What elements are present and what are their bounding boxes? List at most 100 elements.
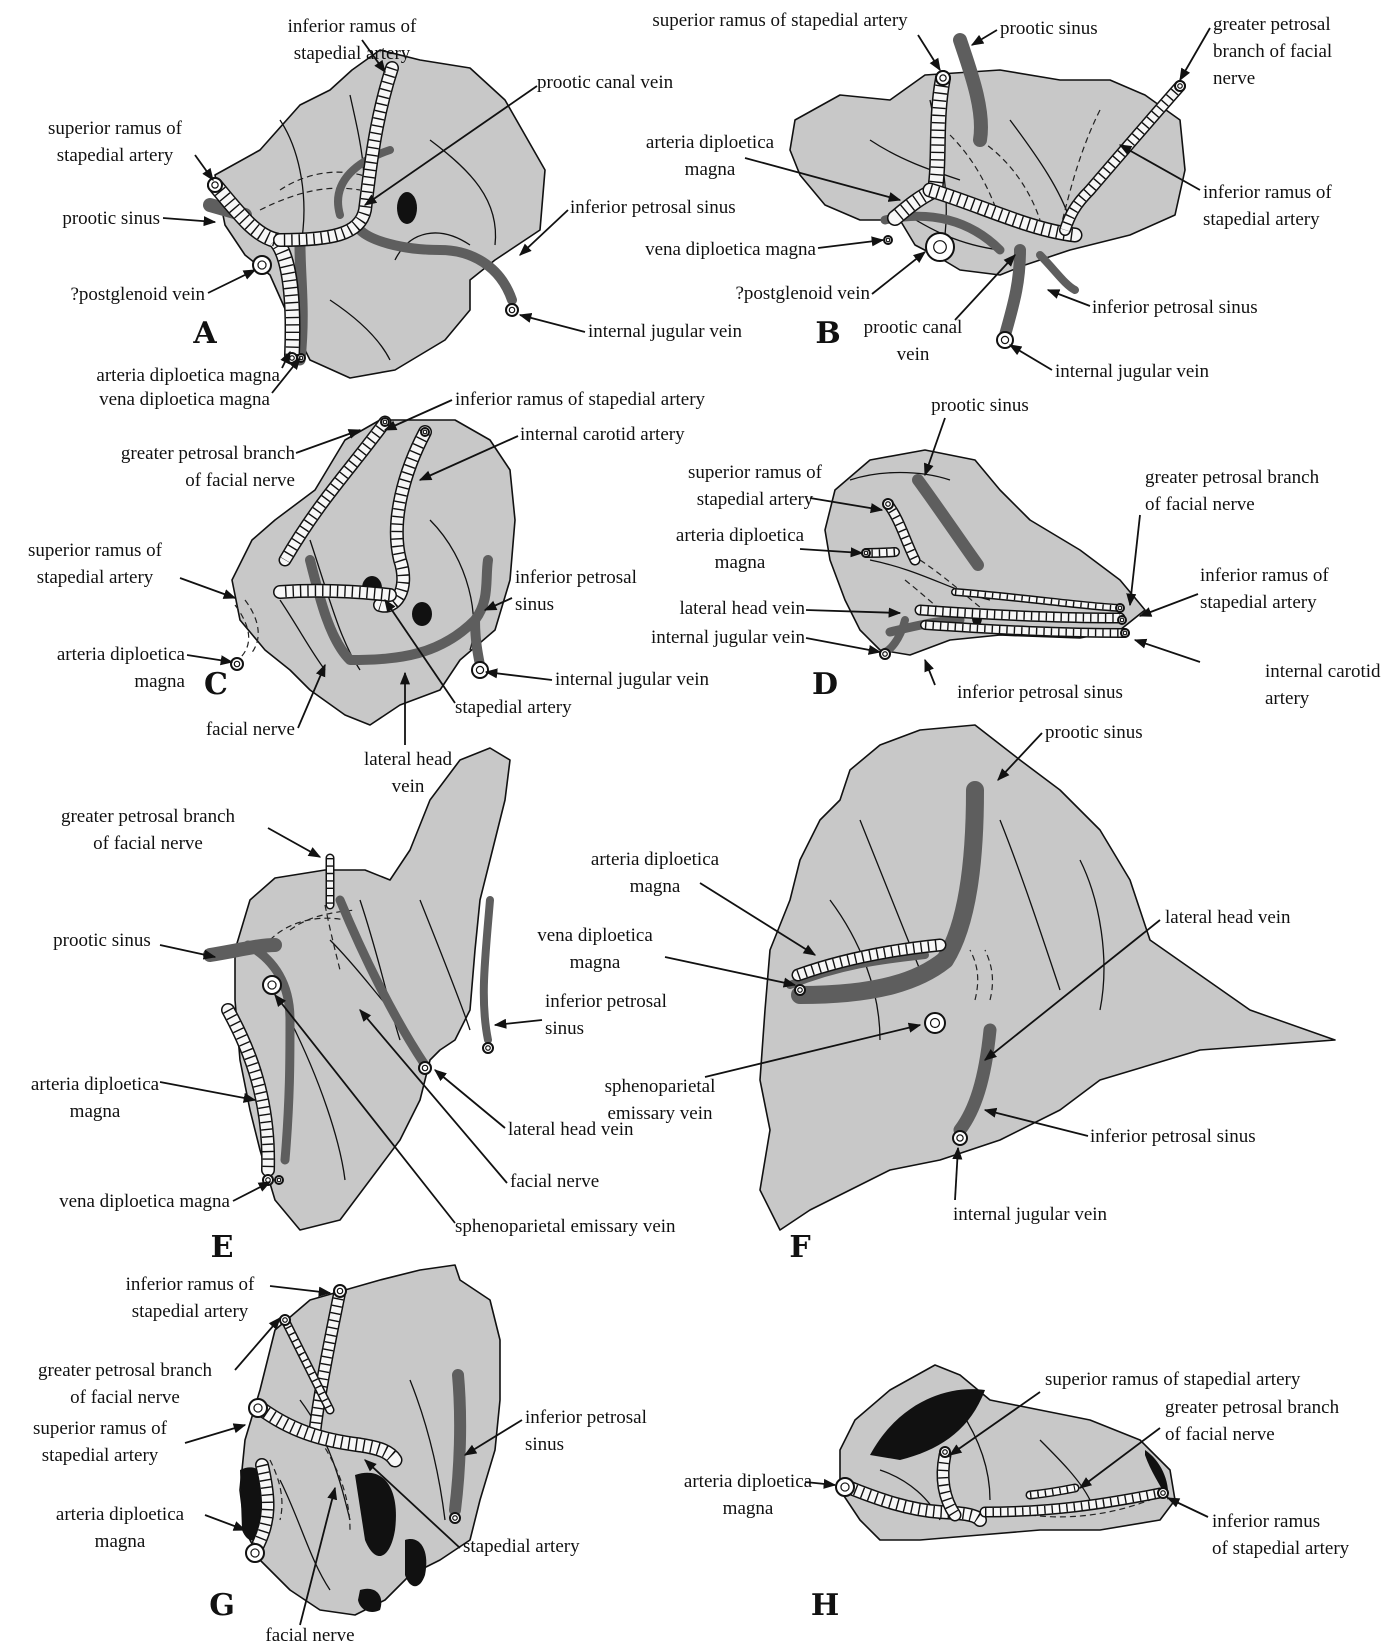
structure-label: stapedial artery bbox=[463, 1536, 580, 1557]
panel-letter: G bbox=[209, 1588, 235, 1623]
structure-label: facial nerve bbox=[206, 719, 295, 740]
structure-label-line: facial nerve bbox=[206, 719, 295, 740]
leader-arrow bbox=[1135, 640, 1200, 662]
vessel-cross-section bbox=[506, 304, 518, 316]
structure-label-line: magna bbox=[630, 876, 681, 897]
vessel-cross-section bbox=[381, 418, 389, 426]
structure-label: prootic sinus bbox=[1000, 18, 1098, 39]
leader-arrow bbox=[1130, 515, 1140, 605]
leader-arrow bbox=[208, 270, 255, 293]
panel-letter: E bbox=[211, 1230, 234, 1265]
structure-label: greater petrosal branchof facial nerve bbox=[1145, 467, 1320, 515]
structure-label: internal jugular vein bbox=[953, 1204, 1108, 1225]
vessel-cross-section bbox=[208, 178, 222, 192]
structure-label: facial nerve bbox=[510, 1171, 599, 1192]
structure-label: ?postglenoid vein bbox=[735, 283, 870, 304]
vein-vessel bbox=[455, 1375, 460, 1510]
vessel-cross-section bbox=[275, 1176, 283, 1184]
structure-label: arteria diploetica magna bbox=[96, 365, 280, 386]
structure-label: superior ramus ofstapedial artery bbox=[33, 1418, 168, 1466]
structure-label-line: magna bbox=[134, 671, 185, 692]
structure-label: inferior ramus of stapedial artery bbox=[455, 389, 706, 410]
structure-label-line: vena diploetica bbox=[537, 925, 653, 946]
structure-label-line: of facial nerve bbox=[1145, 494, 1255, 515]
structure-label-line: inferior petrosal sinus bbox=[957, 682, 1123, 703]
structure-label-line: arteria diploetica bbox=[684, 1471, 813, 1492]
structure-label-line: arteria diploetica bbox=[56, 1504, 185, 1525]
vessel-cross-section bbox=[953, 1131, 967, 1145]
leader-arrow bbox=[163, 218, 215, 222]
structure-label-line: greater petrosal bbox=[1213, 14, 1331, 35]
leader-arrow bbox=[185, 1425, 245, 1443]
structure-label-line: magna bbox=[70, 1101, 121, 1122]
structure-label-line: inferior ramus of bbox=[1200, 565, 1329, 586]
leader-arrow bbox=[955, 1148, 958, 1200]
vessel-cross-section bbox=[795, 985, 805, 995]
structure-label-line: inferior petrosal sinus bbox=[1090, 1126, 1256, 1147]
leader-arrow bbox=[180, 578, 235, 598]
structure-label: prootic sinus bbox=[53, 930, 151, 951]
structure-label-line: inferior petrosal bbox=[525, 1407, 647, 1428]
leader-arrow bbox=[495, 1020, 542, 1025]
leader-arrow bbox=[1168, 1498, 1208, 1517]
structure-label-line: internal jugular vein bbox=[588, 321, 743, 342]
vessel-cross-section bbox=[231, 658, 243, 670]
structure-label: sphenoparietal emissary vein bbox=[455, 1216, 676, 1237]
leader-arrow bbox=[205, 1515, 245, 1530]
vessel-cross-section bbox=[263, 976, 281, 994]
foramen bbox=[397, 192, 417, 224]
vessel-cross-section bbox=[1158, 1488, 1168, 1498]
structure-label-line: of facial nerve bbox=[93, 833, 203, 854]
structure-label: vena diploetica magna bbox=[59, 1191, 230, 1212]
structure-label-line: stapedial artery bbox=[697, 489, 814, 510]
structure-label-line: internal jugular vein bbox=[555, 669, 710, 690]
leader-arrow bbox=[1180, 28, 1210, 80]
structure-label-line: sinus bbox=[515, 594, 554, 615]
structure-label: internal jugular vein bbox=[588, 321, 743, 342]
structure-label-line: stapedial artery bbox=[294, 43, 411, 64]
vessel-cross-section bbox=[1118, 616, 1126, 624]
structure-label-line: facial nerve bbox=[265, 1625, 354, 1641]
vessel-cross-section bbox=[836, 1478, 854, 1496]
structure-label-line: magna bbox=[570, 952, 621, 973]
structure-label: inferior petrosal sinus bbox=[570, 197, 736, 218]
leader-arrow bbox=[925, 660, 935, 685]
structure-label: lateral head vein bbox=[679, 598, 805, 619]
vessel-cross-section bbox=[450, 1513, 460, 1523]
artery-vessel bbox=[280, 591, 390, 595]
structure-label-line: inferior ramus of bbox=[126, 1274, 255, 1295]
vessel-cross-section bbox=[246, 1544, 264, 1562]
structure-label: inferior ramus ofstapedial artery bbox=[288, 16, 417, 64]
panel-b: superior ramus of stapedial arteryprooti… bbox=[645, 10, 1332, 382]
vessel-cross-section bbox=[249, 1399, 267, 1417]
leader-arrow bbox=[818, 240, 883, 248]
structure-label-line: prootic canal bbox=[864, 317, 963, 338]
structure-label-line: internal jugular vein bbox=[651, 627, 806, 648]
structure-label-line: magna bbox=[95, 1531, 146, 1552]
structure-label-line: internal carotid bbox=[1265, 661, 1381, 682]
structure-label: superior ramus ofstapedial artery bbox=[688, 462, 823, 510]
vessel-cross-section bbox=[883, 499, 893, 509]
vein-vessel bbox=[475, 620, 480, 665]
foramen bbox=[412, 602, 432, 626]
vessel-cross-section bbox=[280, 1315, 290, 1325]
structure-label-line: arteria diploetica magna bbox=[96, 365, 280, 386]
panel-c: inferior ramus of stapedial arterygreate… bbox=[28, 389, 710, 797]
structure-label-line: magna bbox=[715, 552, 766, 573]
structure-label-line: inferior ramus bbox=[1212, 1511, 1320, 1532]
structure-label: internal carotid artery bbox=[520, 424, 685, 445]
structure-label-line: nerve bbox=[1213, 68, 1255, 89]
structure-label-line: prootic sinus bbox=[1045, 722, 1143, 743]
structure-label: inferior petrosal sinus bbox=[1090, 1126, 1256, 1147]
structure-label: vena diploetica magna bbox=[99, 389, 270, 410]
structure-label: inferior ramus ofstapedial artery bbox=[1200, 565, 1329, 613]
structure-label-line: greater petrosal branch bbox=[61, 806, 236, 827]
structure-label-line: prootic sinus bbox=[1000, 18, 1098, 39]
leader-arrow bbox=[1010, 345, 1052, 370]
structure-label-line: of facial nerve bbox=[70, 1387, 180, 1408]
structure-label: inferior petrosalsinus bbox=[515, 567, 637, 615]
